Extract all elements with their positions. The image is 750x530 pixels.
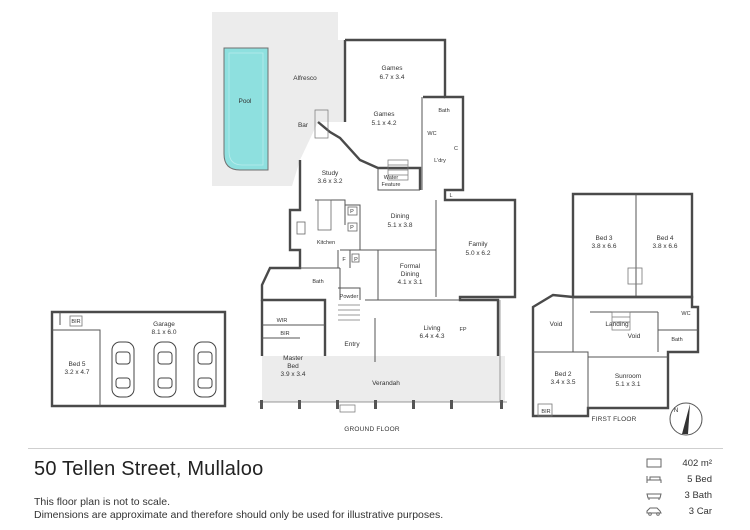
first-void-1: Void [550, 321, 563, 328]
footer-divider [28, 448, 723, 449]
room-bath-ground: Bath [312, 279, 323, 285]
stairs [338, 159, 409, 321]
room-garage-name: Garage [153, 321, 175, 328]
room-wir: WIR [277, 318, 288, 324]
room-bed-4-dim: 3.8 x 6.6 [653, 243, 678, 250]
room-bir-master: BIR [280, 331, 289, 337]
stat-cars: 3 Car [688, 506, 712, 517]
room-games-1-name: Games [382, 65, 404, 72]
stat-baths: 3 Bath [684, 490, 712, 501]
room-bed-5-dim: 3.2 x 4.7 [65, 369, 90, 376]
room-bed-2-name: Bed 2 [555, 371, 572, 378]
verandah-edge [258, 300, 507, 413]
room-bir-first: BIR [541, 409, 550, 415]
room-cupboard: C [454, 146, 458, 152]
stat-area: 402 m² [682, 458, 712, 469]
room-bed-3-name: Bed 3 [596, 235, 613, 242]
compass-north-label: N [674, 407, 679, 414]
room-master-bed-dim: 3.9 x 3.4 [281, 371, 306, 378]
ground-floor-label: GROUND FLOOR [344, 426, 400, 433]
room-powder: Powder [340, 294, 359, 300]
disclaimer-line-2: Dimensions are approximate and therefore… [34, 509, 444, 521]
room-living-dim: 6.4 x 4.3 [420, 333, 445, 340]
disclaimer-line-1: This floor plan is not to scale. [34, 496, 170, 508]
room-study-dim: 3.6 x 3.2 [318, 178, 343, 185]
room-bath-first: Bath [671, 337, 682, 343]
room-study-name: Study [322, 170, 339, 177]
room-living-name: Living [424, 325, 441, 332]
garage [50, 310, 227, 408]
room-kitchen: Kitchen [317, 240, 335, 246]
compass-icon: N [669, 402, 703, 436]
room-dining-dim: 5.1 x 3.8 [388, 222, 413, 229]
room-entry: Entry [344, 341, 360, 348]
first-void-2: Void [628, 333, 641, 340]
room-alfresco: Alfresco [293, 75, 317, 82]
room-bir-garage: BIR [71, 319, 80, 325]
room-bed-5-name: Bed 5 [69, 361, 86, 368]
room-laundry: L'dry [434, 158, 446, 164]
room-sunroom-name: Sunroom [615, 373, 641, 380]
room-bar: Bar [298, 122, 309, 129]
pantry-3: P [354, 257, 358, 263]
bath-icon [646, 493, 662, 500]
first-floor-walls [531, 192, 700, 418]
room-bath-top: Bath [438, 108, 449, 114]
pool [223, 47, 269, 171]
room-formal-dining-dim: 4.1 x 3.1 [398, 279, 423, 286]
ground-floor-walls [260, 38, 517, 362]
stat-beds: 5 Bed [687, 474, 712, 485]
room-formal-dining-line-2: Dining [401, 271, 420, 278]
bed-icon [646, 476, 662, 483]
room-bed-4-name: Bed 4 [657, 235, 674, 242]
room-verandah: Verandah [372, 380, 400, 387]
fireplace-label: FP [459, 327, 466, 333]
room-pool: Pool [238, 98, 252, 105]
disclaimer: This floor plan is not to scale. Dimensi… [34, 496, 443, 522]
property-address: 50 Tellen Street, Mullaloo [34, 458, 264, 480]
pantry-2: P [350, 225, 354, 231]
water-feature-line-1: Water [384, 175, 399, 181]
room-bed-3-dim: 3.8 x 6.6 [592, 243, 617, 250]
car-icon [646, 507, 662, 516]
room-games-1-dim: 6.7 x 3.4 [380, 74, 405, 81]
bar-fixture [314, 109, 329, 139]
room-bed-2-dim: 3.4 x 3.5 [551, 379, 576, 386]
room-wc-first: WC [681, 311, 690, 317]
room-landing: Landing [605, 321, 629, 328]
room-dining-name: Dining [391, 213, 410, 220]
first-floor-label: FIRST FLOOR [591, 416, 636, 423]
room-master-bed-line-2: Bed [287, 363, 299, 370]
room-formal-dining-line-1: Formal [400, 263, 421, 270]
room-games-2-dim: 5.1 x 4.2 [372, 120, 397, 127]
floor-plan: N Pool Alfresco Bar Games 6.7 x 3.4 Game… [50, 12, 703, 436]
room-linen: L [449, 193, 452, 199]
room-fridge: F [342, 257, 346, 263]
water-feature-line-2: Feature [382, 182, 401, 188]
area-icon [646, 458, 662, 468]
room-sunroom-dim: 5.1 x 3.1 [616, 381, 641, 388]
room-wc: WC [427, 131, 436, 137]
room-family-dim: 5.0 x 6.2 [466, 250, 491, 257]
room-garage-dim: 8.1 x 6.0 [152, 329, 177, 336]
kitchen-fixtures [296, 199, 360, 263]
room-family-name: Family [468, 241, 488, 248]
pantry-1: P [350, 209, 354, 215]
room-master-bed-line-1: Master [283, 355, 304, 362]
room-games-2-name: Games [374, 111, 396, 118]
